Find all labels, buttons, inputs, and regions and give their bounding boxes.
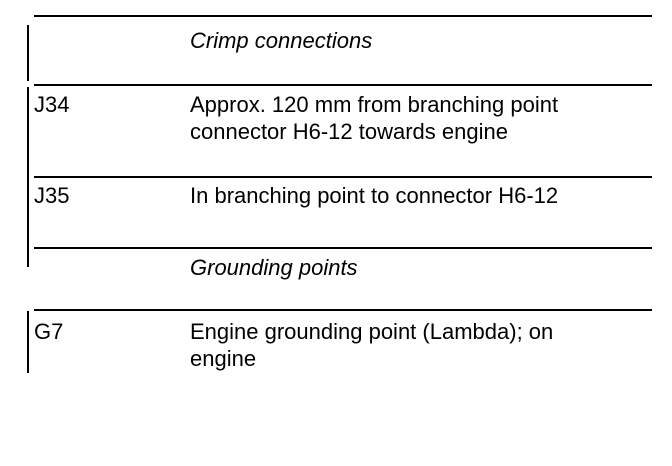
row-code-j34: J34 bbox=[34, 92, 70, 117]
row-description-g7-line1: Engine grounding point (Lambda); on bbox=[190, 319, 554, 344]
table-rule bbox=[34, 309, 652, 311]
table-border-left bbox=[27, 25, 29, 81]
row-description-j34-line2: connector H6-12 towards engine bbox=[190, 119, 508, 144]
section-heading-crimp-connections: Crimp connections bbox=[190, 28, 373, 53]
table-border-left bbox=[27, 311, 29, 373]
row-code-j35: J35 bbox=[34, 183, 70, 208]
row-description-g7-line2: engine bbox=[190, 346, 257, 371]
row-description-j34-line1: Approx. 120 mm from branching point bbox=[190, 92, 559, 117]
table-rule bbox=[34, 176, 652, 178]
table-rule-top bbox=[34, 15, 652, 17]
table-rule bbox=[34, 84, 652, 86]
section-heading-grounding-points: Grounding points bbox=[190, 255, 358, 280]
row-description-j35-line1: In branching point to connector H6-12 bbox=[190, 183, 559, 208]
row-code-g7: G7 bbox=[34, 319, 64, 344]
table-rule bbox=[34, 247, 652, 249]
table-border-left bbox=[27, 87, 29, 267]
